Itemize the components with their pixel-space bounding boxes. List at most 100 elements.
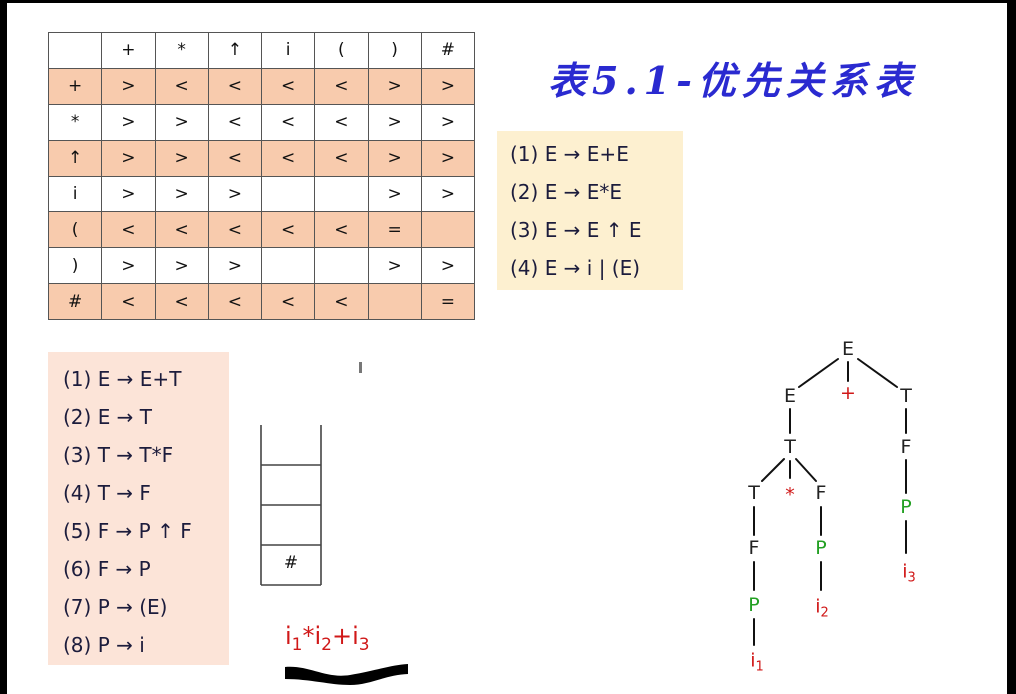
table-cell: >	[367, 103, 422, 141]
expr-token: *	[302, 622, 315, 650]
grammar-rule: (2) E → T	[63, 405, 153, 429]
grammar-rule: (1) E → E+T	[63, 367, 182, 391]
table-cell: <	[314, 139, 369, 177]
expr-subscript: 3	[358, 635, 370, 655]
table-cell: <	[260, 211, 316, 249]
tree-node-P: P	[815, 537, 827, 559]
grammar-rule: (3) E → E ↑ E	[510, 218, 642, 242]
table-cell: =	[420, 283, 476, 321]
input-expression: i1*i2+i3	[285, 622, 370, 655]
leaf-subscript: 1	[755, 659, 764, 675]
tree-node-E: E	[783, 385, 797, 407]
grammar-rule: (6) F → P	[63, 557, 151, 581]
table-cell: <	[314, 67, 369, 105]
grammar-rule: (8) P → i	[63, 633, 145, 657]
table-header-cell: #	[420, 32, 476, 69]
table-cell: <	[154, 283, 209, 321]
tree-node-P: P	[748, 594, 760, 616]
grammar-rule: (5) F → P ↑ F	[63, 519, 192, 543]
table-row: + > < < < < > >	[47, 67, 476, 105]
table-cell: <	[260, 139, 316, 177]
table-cell: <	[207, 139, 263, 177]
table-cell: <	[260, 67, 316, 105]
table-cell: <	[314, 211, 369, 249]
table-cell	[367, 283, 422, 321]
tree-node-F: F	[815, 482, 827, 504]
table-cell: >	[207, 247, 263, 285]
table-cell: <	[207, 67, 263, 105]
table-cell: <	[154, 67, 209, 105]
table-row: ↑ > > < < < > >	[47, 139, 476, 177]
table-cell: <	[260, 103, 316, 141]
expr-token: i	[352, 622, 359, 650]
expr-subscript: 1	[291, 635, 303, 655]
table-cell: >	[367, 67, 422, 105]
grammar-rule: (4) E → i | (E)	[510, 256, 641, 280]
table-header-cell: i	[260, 32, 316, 69]
table-cell: <	[101, 283, 156, 321]
table-row: i > > > > >	[47, 175, 476, 213]
table-cell: <	[154, 211, 209, 249]
table-header-cell: (	[314, 32, 369, 69]
tree-node-plus: +	[840, 382, 856, 404]
table-cell: >	[101, 175, 156, 213]
table-cell: =	[367, 211, 422, 249]
row-header-cell: +	[47, 67, 103, 105]
table-cell	[314, 175, 369, 213]
table-cell	[420, 211, 476, 249]
table-cell: >	[154, 175, 209, 213]
table-header-row: + * ↑ i ( ) #	[47, 32, 476, 69]
redaction-scribble	[285, 664, 408, 685]
tree-node-star: *	[785, 484, 795, 506]
tree-node-F: F	[900, 436, 912, 458]
table-cell: >	[420, 247, 476, 285]
precedence-table: + * ↑ i ( ) # + > < < < < > > * > > < < …	[47, 32, 476, 321]
table-cell: >	[101, 103, 156, 141]
expr-token: +	[332, 622, 353, 650]
table-cell: >	[101, 139, 156, 177]
parse-stack	[260, 425, 322, 586]
tree-leaf-i2: i2	[815, 596, 829, 621]
table-cell: >	[154, 103, 209, 141]
table-cell: <	[101, 211, 156, 249]
row-header-cell: #	[47, 283, 103, 321]
grammar-rule: (1) E → E+E	[510, 142, 629, 166]
table-row: ) > > > > >	[47, 247, 476, 285]
table-cell: >	[101, 67, 156, 105]
tree-node-P: P	[900, 496, 912, 518]
leaf-subscript: 3	[907, 570, 916, 586]
table-cell: >	[154, 247, 209, 285]
row-header-cell: i	[47, 175, 103, 213]
leaf-subscript: 2	[820, 605, 829, 621]
tree-node-F: F	[748, 537, 760, 559]
table-cell	[260, 175, 316, 213]
table-row: # < < < < < =	[47, 283, 476, 321]
unambiguous-grammar-box: (1) E → E+T (2) E → T (3) T → T*F (4) T …	[48, 352, 229, 665]
table-cell: <	[260, 283, 316, 321]
tree-node-T: T	[900, 385, 912, 407]
row-header-cell: ↑	[47, 139, 103, 177]
tree-node-T: T	[748, 482, 760, 504]
leaf-label: i	[750, 649, 756, 672]
page-title: 表5.1-优先关系表	[548, 58, 918, 103]
table-row: * > > < < < > >	[47, 103, 476, 141]
leaf-label: i	[815, 595, 821, 618]
leaf-label: i	[902, 560, 908, 583]
table-cell: <	[207, 283, 263, 321]
grammar-rule: (2) E → E*E	[510, 180, 623, 204]
text-cursor-icon	[359, 362, 362, 373]
grammar-rule: (4) T → F	[63, 481, 151, 505]
tree-node-T: T	[784, 436, 796, 458]
tree-leaf-i1: i1	[750, 650, 764, 675]
stack-bottom-symbol: #	[283, 553, 299, 573]
row-header-cell: (	[47, 211, 103, 249]
tree-node-E-root: E	[841, 338, 855, 360]
grammar-rule: (3) T → T*F	[63, 443, 174, 467]
ambiguous-grammar-box: (1) E → E+E (2) E → E*E (3) E → E ↑ E (4…	[497, 131, 683, 290]
table-cell: >	[420, 175, 476, 213]
tree-leaf-i3: i3	[902, 561, 916, 586]
table-cell: >	[420, 103, 476, 141]
table-header-cell: )	[367, 32, 422, 69]
table-header-cell: +	[101, 32, 156, 69]
